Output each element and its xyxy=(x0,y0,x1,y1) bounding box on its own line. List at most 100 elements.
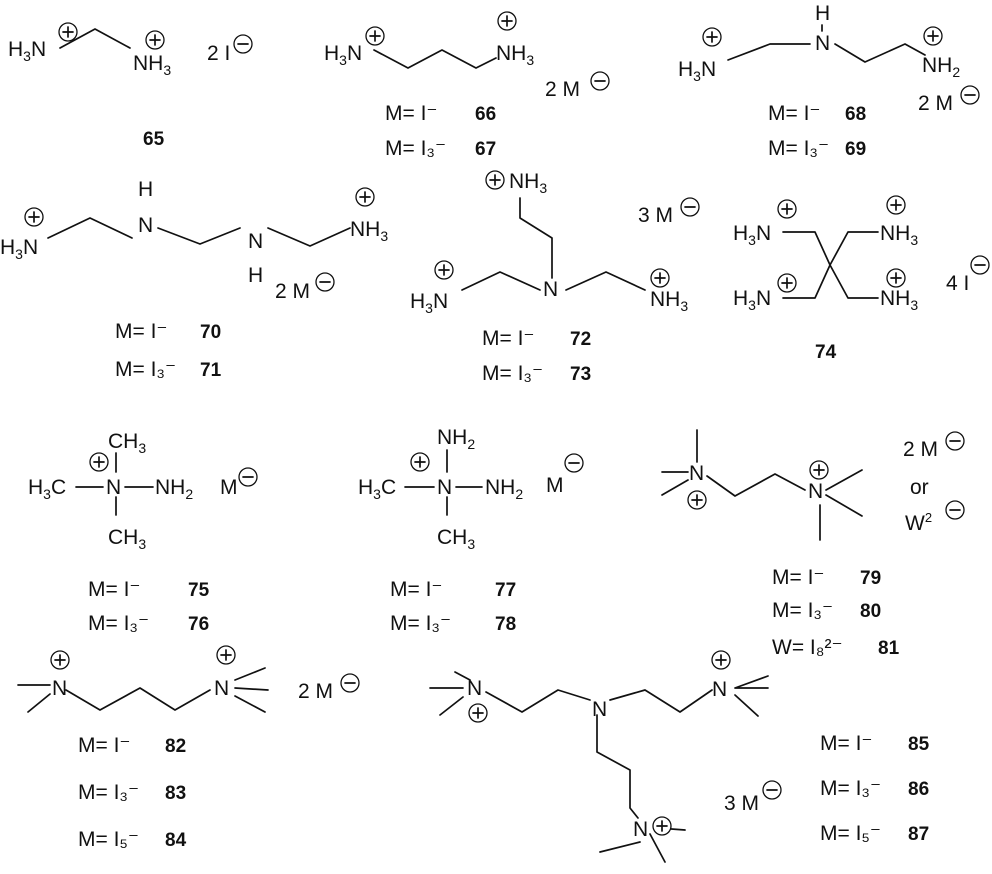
atom-n: N xyxy=(808,480,823,503)
variant-82: M= I⁻ xyxy=(78,734,131,757)
variant-69: M= I₃⁻ xyxy=(768,137,829,160)
ethylenebis-trimethylammonium-bonds xyxy=(661,429,863,541)
plus-charge-icon xyxy=(777,199,797,219)
compound-number-71: 71 xyxy=(200,360,222,381)
atom-h3n: H3N xyxy=(0,236,38,262)
counterion-74: 4 I xyxy=(946,272,969,295)
counterion-or: or xyxy=(910,476,929,499)
variant-85: M= I⁻ xyxy=(820,732,873,755)
minus-charge-icon xyxy=(233,34,253,54)
triethylenetetramine-bond xyxy=(47,217,351,247)
compound-number-79: 79 xyxy=(860,568,881,589)
variant-77: M= I⁻ xyxy=(390,578,443,601)
minus-charge-icon xyxy=(960,85,980,105)
variant-68: M= I⁻ xyxy=(768,102,821,125)
hydrazinium-bonds xyxy=(404,449,483,516)
compound-77-78: NH2 H3C N NH2 CH3 M M= I⁻ 77 M= I₃⁻ 78 xyxy=(358,426,584,635)
plus-charge-icon xyxy=(886,195,906,215)
variant-72: M= I⁻ xyxy=(482,327,535,350)
variant-84: M= I₅⁻ xyxy=(78,828,139,851)
compound-number-67: 67 xyxy=(475,139,496,160)
atom-nh2: NH2 xyxy=(437,426,475,452)
atom-n: N xyxy=(712,678,727,701)
atom-n: N xyxy=(592,698,607,721)
plus-charge-icon xyxy=(886,268,906,288)
compound-number-66: 66 xyxy=(475,104,496,125)
atom-nh3: NH3 xyxy=(350,218,388,244)
atom-h3n: H3N xyxy=(8,38,46,64)
atom-n: N xyxy=(52,677,67,700)
plus-charge-icon xyxy=(410,452,430,472)
atom-nh2: NH2 xyxy=(922,54,960,80)
atom-h3n: H3N xyxy=(733,287,771,313)
atom-n: N xyxy=(543,278,558,301)
compound-number-70: 70 xyxy=(200,322,221,343)
atom-h3c: H3C xyxy=(28,476,66,502)
minus-charge-icon xyxy=(945,431,965,451)
variant-79: M= I⁻ xyxy=(772,566,825,589)
plus-charge-icon xyxy=(58,22,78,42)
compound-74: H3N H3N NH3 NH3 4 I 74 xyxy=(733,195,990,363)
variant-81: W= I₈²⁻ xyxy=(772,636,843,659)
variant-76: M= I₃⁻ xyxy=(88,612,149,635)
compound-number-74: 74 xyxy=(815,342,837,363)
variant-87: M= I₅⁻ xyxy=(820,822,881,845)
counterion-65: 2 I xyxy=(207,42,230,65)
compound-number-65: 65 xyxy=(143,129,165,150)
variant-71: M= I₃⁻ xyxy=(115,358,176,381)
plus-charge-icon xyxy=(89,452,109,472)
atom-nh3: NH3 xyxy=(650,288,688,314)
plus-charge-icon xyxy=(365,26,385,46)
atom-h3n: H3N xyxy=(410,290,448,316)
propylenebis-trimethylammonium-bonds xyxy=(17,667,269,713)
plus-charge-icon xyxy=(687,490,707,510)
atom-h: H xyxy=(815,2,830,25)
propylene-bond xyxy=(373,49,497,69)
plus-charge-icon xyxy=(650,268,670,288)
atom-h3n: H3N xyxy=(733,222,771,248)
variant-80: M= I₃⁻ xyxy=(772,599,833,622)
variant-75: M= I⁻ xyxy=(88,578,141,601)
ethyl-arm-bond xyxy=(519,197,553,279)
compound-number-77: 77 xyxy=(495,580,516,601)
compound-82-84: N N 2 M M= I⁻ 82 M= I₃⁻ 83 M= I₅⁻ 84 xyxy=(17,645,360,851)
counterion-77: M xyxy=(546,474,564,497)
atom-n: N xyxy=(248,230,263,253)
atom-n: N xyxy=(633,818,648,841)
variant-83: M= I₃⁻ xyxy=(78,781,139,804)
variant-67: M= I₃⁻ xyxy=(385,137,446,160)
compound-70-71: H3N H N N H NH3 2 M M= I⁻ 70 M= I₃⁻ 71 xyxy=(0,178,388,381)
compound-79-81: N N 2 M or W2 M= I⁻ 79 M= I₃⁻ 80 W= I₈²⁻… xyxy=(661,429,965,659)
compound-number-83: 83 xyxy=(165,783,186,804)
compound-number-78: 78 xyxy=(495,614,516,635)
compound-number-73: 73 xyxy=(570,364,591,385)
plus-charge-icon xyxy=(468,703,488,723)
variant-66: M= I⁻ xyxy=(385,102,438,125)
minus-charge-icon xyxy=(238,467,258,487)
counterion-w: W2 xyxy=(905,510,932,535)
counterion-68: 2 M xyxy=(918,92,953,115)
atom-nh3: NH3 xyxy=(496,42,534,68)
plus-charge-icon xyxy=(497,11,517,31)
minus-charge-icon xyxy=(590,71,610,91)
compound-number-69: 69 xyxy=(845,139,866,160)
compound-number-86: 86 xyxy=(908,779,929,800)
minus-charge-icon xyxy=(762,780,782,800)
atom-nh2: NH2 xyxy=(485,476,523,502)
compound-number-81: 81 xyxy=(878,638,900,659)
plus-charge-icon xyxy=(50,650,70,670)
compound-number-76: 76 xyxy=(188,614,209,635)
compound-number-75: 75 xyxy=(188,580,210,601)
variant-78: M= I₃⁻ xyxy=(390,612,451,635)
atom-n: N xyxy=(138,214,153,237)
compound-number-82: 82 xyxy=(165,736,186,757)
variant-73: M= I₃⁻ xyxy=(482,362,543,385)
atom-h3c: H3C xyxy=(358,476,396,502)
compound-number-68: 68 xyxy=(845,104,866,125)
atom-nh2: NH2 xyxy=(155,476,193,502)
atom-ch3: CH3 xyxy=(437,526,475,552)
compound-66-67: H3N NH3 2 M M= I⁻ 66 M= I₃⁻ 67 xyxy=(324,11,610,160)
ethylene-bond xyxy=(59,28,131,49)
plus-charge-icon xyxy=(24,207,44,227)
